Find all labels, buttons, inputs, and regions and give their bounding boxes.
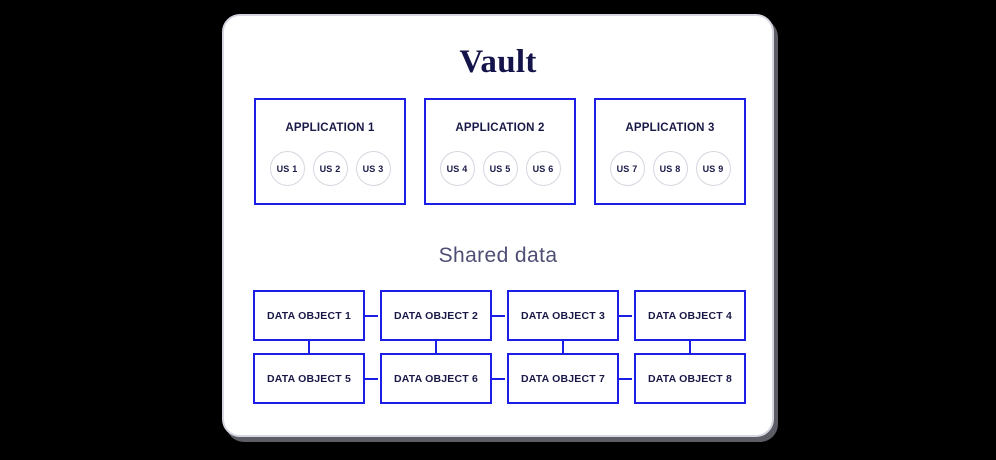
data-object-box-7[interactable]: DATA OBJECT 7: [507, 353, 619, 404]
data-object-box-6[interactable]: DATA OBJECT 6: [380, 353, 492, 404]
connector-vertical-1-5: [308, 341, 310, 353]
applications-row: APPLICATION 1 US 1 US 2 US 3 APPLICATION…: [254, 98, 746, 205]
connector-horizontal-7-8: [618, 378, 632, 380]
unit-circle-us-6[interactable]: US 6: [525, 151, 561, 186]
unit-circle-us-9[interactable]: US 9: [695, 151, 731, 186]
data-object-box-5[interactable]: DATA OBJECT 5: [253, 353, 365, 404]
connector-vertical-2-6: [435, 341, 437, 353]
data-object-row-1: DATA OBJECT 1 DATA OBJECT 2 DATA OBJECT …: [253, 290, 746, 353]
unit-circle-us-5[interactable]: US 5: [482, 151, 518, 186]
connector-horizontal-5-6: [364, 378, 378, 380]
connector-horizontal-2-3: [491, 315, 505, 317]
unit-row-3: US 7 US 8 US 9: [596, 151, 744, 186]
unit-circle-us-7[interactable]: US 7: [609, 151, 645, 186]
unit-circle-us-8[interactable]: US 8: [652, 151, 688, 186]
page-title: Vault: [459, 44, 537, 80]
connector-vertical-4-8: [689, 341, 691, 353]
unit-circle-us-1[interactable]: US 1: [269, 151, 305, 186]
vault-card: Vault APPLICATION 1 US 1 US 2 US 3 APPLI…: [222, 14, 774, 437]
connector-horizontal-3-4: [618, 315, 632, 317]
data-object-box-8[interactable]: DATA OBJECT 8: [634, 353, 746, 404]
unit-row-1: US 1 US 2 US 3: [256, 151, 404, 186]
shared-data-heading: Shared data: [438, 244, 558, 267]
connector-horizontal-6-7: [491, 378, 505, 380]
unit-circle-us-3[interactable]: US 3: [355, 151, 391, 186]
application-label-2: APPLICATION 2: [455, 122, 545, 134]
unit-row-2: US 4 US 5 US 6: [426, 151, 574, 186]
application-label-3: APPLICATION 3: [625, 122, 715, 134]
data-object-grid: DATA OBJECT 1 DATA OBJECT 2 DATA OBJECT …: [253, 290, 746, 404]
data-object-box-2[interactable]: DATA OBJECT 2: [380, 290, 492, 341]
connector-horizontal-1-2: [364, 315, 378, 317]
application-box-1[interactable]: APPLICATION 1 US 1 US 2 US 3: [254, 98, 406, 205]
connector-vertical-layer: [253, 341, 746, 353]
data-object-box-1[interactable]: DATA OBJECT 1: [253, 290, 365, 341]
unit-circle-us-4[interactable]: US 4: [439, 151, 475, 186]
data-object-box-3[interactable]: DATA OBJECT 3: [507, 290, 619, 341]
application-box-3[interactable]: APPLICATION 3 US 7 US 8 US 9: [594, 98, 746, 205]
connector-vertical-3-7: [562, 341, 564, 353]
application-label-1: APPLICATION 1: [285, 122, 375, 134]
data-object-row-2: DATA OBJECT 5 DATA OBJECT 6 DATA OBJECT …: [253, 353, 746, 404]
application-box-2[interactable]: APPLICATION 2 US 4 US 5 US 6: [424, 98, 576, 205]
data-object-box-4[interactable]: DATA OBJECT 4: [634, 290, 746, 341]
unit-circle-us-2[interactable]: US 2: [312, 151, 348, 186]
